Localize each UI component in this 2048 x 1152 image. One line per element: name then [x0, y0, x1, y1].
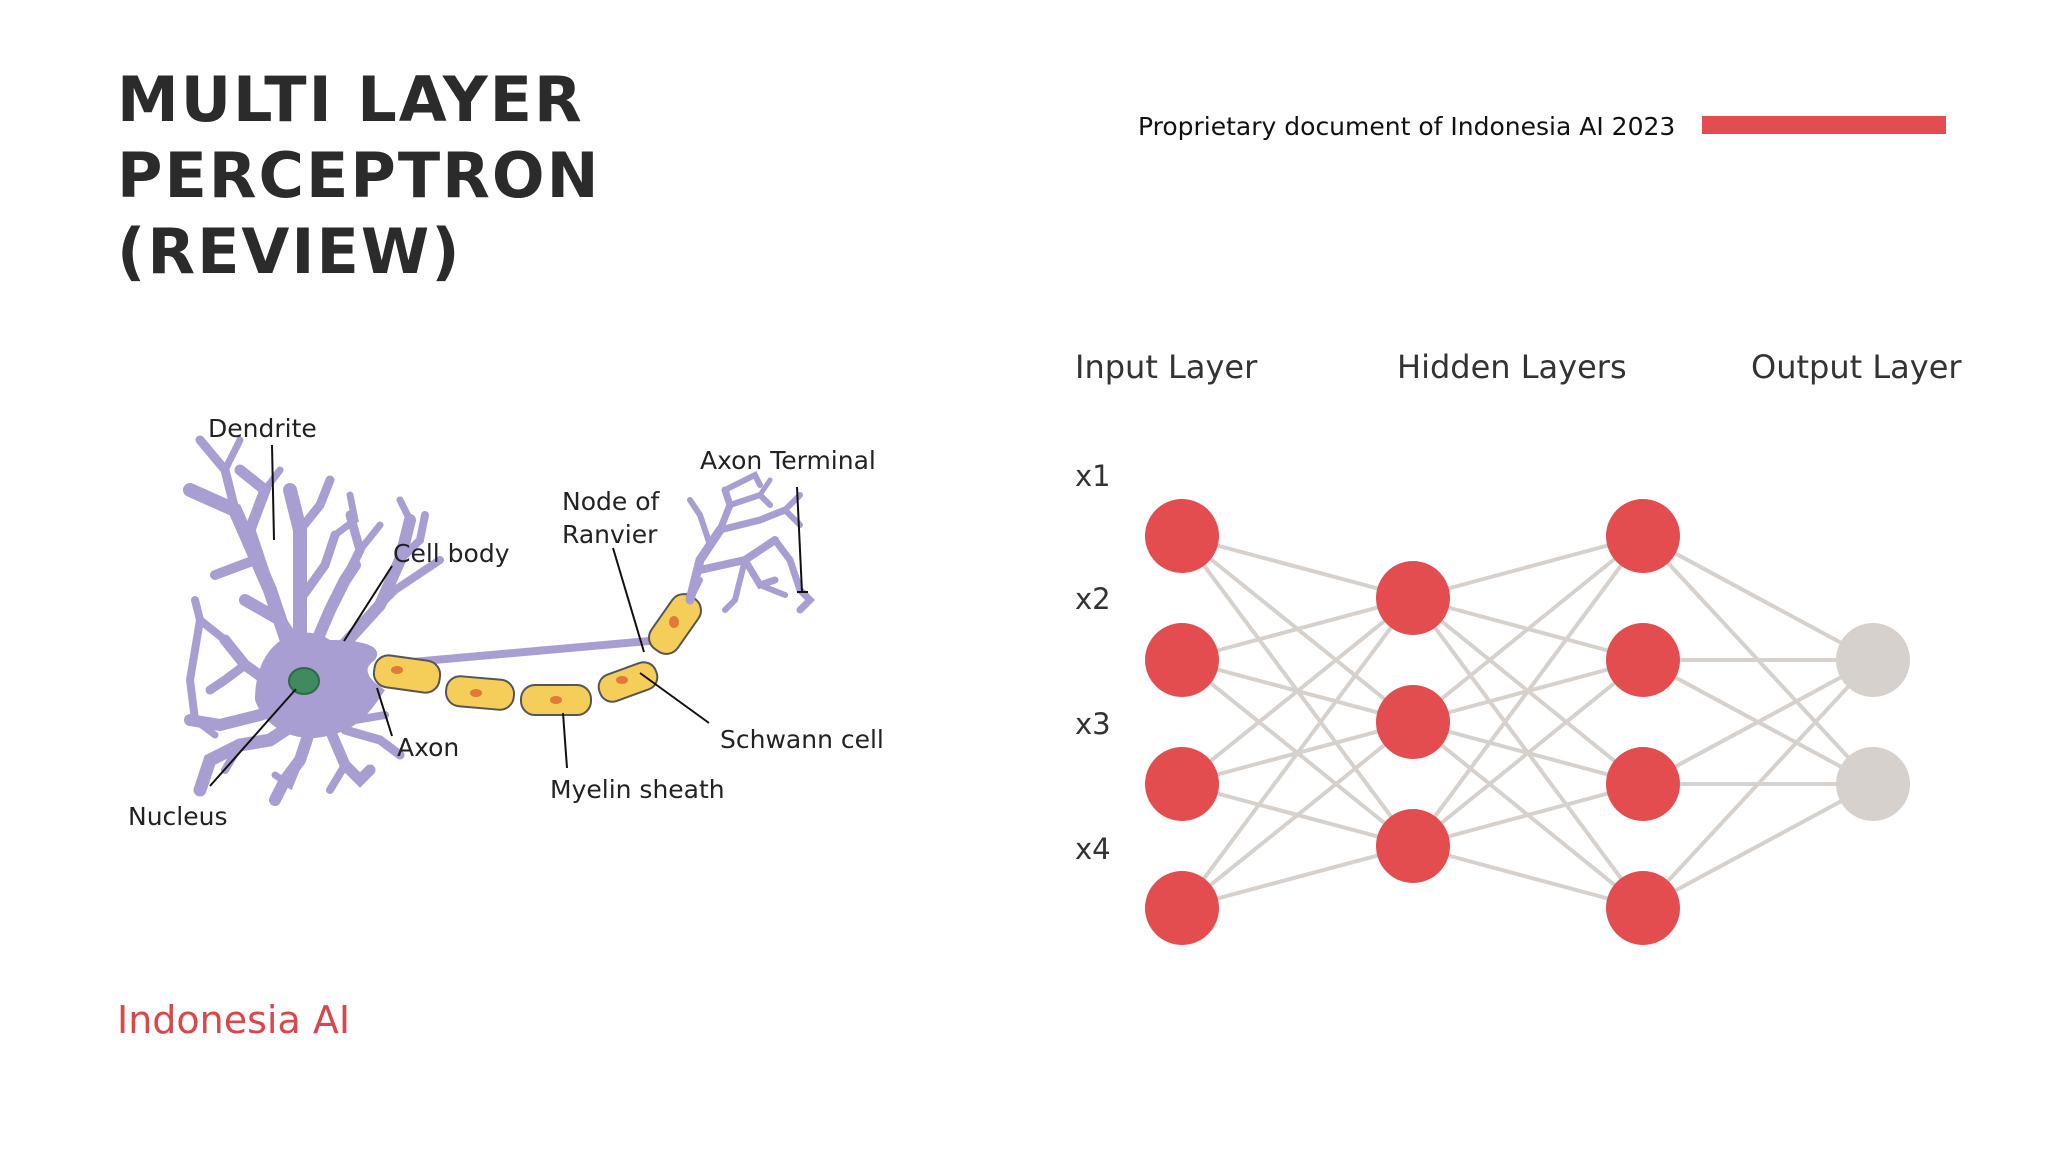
- slide-title: MULTI LAYER PERCEPTRON (REVIEW): [117, 62, 1077, 290]
- hidden1-node-1: [1376, 561, 1450, 635]
- hidden2-node-1: [1606, 499, 1680, 573]
- hidden1-node-2: [1376, 685, 1450, 759]
- axon-terminal-label: Axon Terminal: [700, 446, 876, 475]
- input-label-x3: x3: [1075, 707, 1111, 741]
- hidden2-node-3: [1606, 747, 1680, 821]
- slide-title-line-2: (REVIEW): [117, 215, 462, 288]
- network-diagram: Input Layer Hidden Layers Output Layer x…: [1075, 348, 1962, 945]
- neuron-illustration: Dendrite Cell body Axon Nucleus Myelin s…: [128, 414, 884, 831]
- node-of-ranvier-label-line-2: Ranvier: [562, 520, 658, 549]
- edge-l0-n3-to-n0: [1180, 596, 1415, 910]
- proprietary-note: Proprietary document of Indonesia AI 202…: [1138, 112, 1676, 141]
- dendrite-label: Dendrite: [208, 414, 317, 443]
- myelin-sheath-label: Myelin sheath: [550, 775, 725, 804]
- schwann-cell-label: Schwann cell: [720, 725, 884, 754]
- footer-brand: Indonesia AI: [117, 998, 351, 1042]
- edge-l0-n3-to-n2: [1181, 844, 1414, 910]
- edge-l1-n0-to-n0: [1412, 534, 1644, 600]
- input-node-4: [1145, 871, 1219, 945]
- output-node-1: [1836, 623, 1910, 697]
- edge-l0-n0-to-n0: [1181, 534, 1414, 600]
- edge-l2-n3-to-n0: [1641, 658, 1875, 910]
- edge-l2-n2-to-n0: [1642, 658, 1874, 786]
- nucleus-shape: [288, 667, 320, 695]
- axon-label: Axon: [397, 733, 459, 762]
- input-node-2: [1145, 623, 1219, 697]
- edge-l1-n2-to-n2: [1412, 782, 1644, 848]
- edge-l1-n1-to-n0: [1411, 534, 1645, 724]
- hidden1-node-3: [1376, 809, 1450, 883]
- dendrite-branches: [183, 435, 444, 806]
- input-node-3: [1145, 747, 1219, 821]
- accent-bar: [1702, 116, 1946, 134]
- slide-title-line-1: MULTI LAYER PERCEPTRON: [117, 63, 601, 212]
- input-node-1: [1145, 499, 1219, 573]
- input-label-x2: x2: [1075, 582, 1111, 616]
- nucleus-label: Nucleus: [128, 802, 228, 831]
- hidden-layers-title: Hidden Layers: [1397, 348, 1627, 386]
- cell-body-shape: [255, 632, 385, 739]
- hidden2-node-4: [1606, 871, 1680, 945]
- leader-lines: [209, 444, 808, 787]
- node-of-ranvier-label-line-1: Node of: [562, 487, 660, 516]
- edge-l1-n2-to-n0: [1411, 534, 1645, 848]
- network-nodes: [1145, 499, 1910, 945]
- edge-l2-n3-to-n1: [1642, 782, 1874, 910]
- edge-l0-n3-to-n1: [1180, 720, 1415, 910]
- edge-l2-n0-to-n0: [1642, 534, 1874, 662]
- myelin-segments: [372, 592, 702, 716]
- edge-l1-n2-to-n1: [1411, 658, 1645, 848]
- input-label-x4: x4: [1075, 832, 1111, 866]
- output-node-2: [1836, 747, 1910, 821]
- input-label-x1: x1: [1075, 459, 1111, 493]
- cell-body-label: Cell body: [393, 539, 510, 568]
- edge-l1-n2-to-n3: [1412, 844, 1644, 910]
- network-edges: [1180, 534, 1875, 910]
- hidden2-node-2: [1606, 623, 1680, 697]
- input-layer-title: Input Layer: [1075, 348, 1258, 386]
- edge-l0-n1-to-n0: [1181, 596, 1414, 662]
- output-layer-title: Output Layer: [1751, 348, 1962, 386]
- axon-terminal-branches: [685, 470, 815, 614]
- edge-l0-n2-to-n0: [1180, 596, 1415, 786]
